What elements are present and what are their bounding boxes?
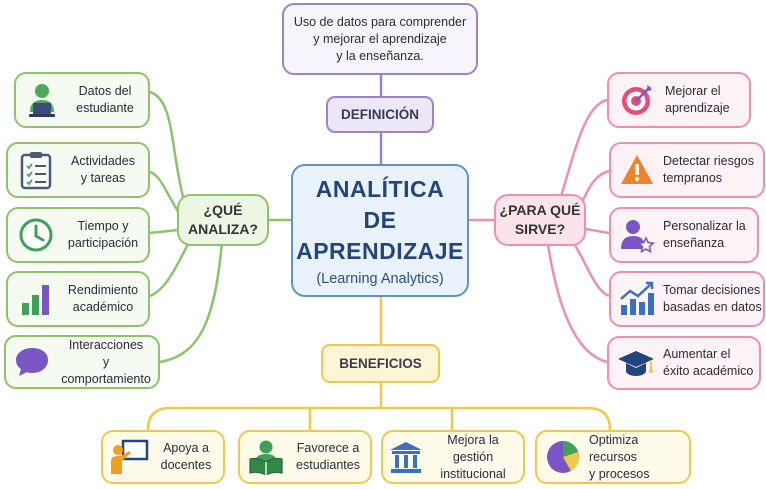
analiza-item-interacciones: Interacciones y comportamiento xyxy=(4,335,160,389)
center-subtitle: (Learning Analytics) xyxy=(316,271,444,287)
analiza-hub: ¿QUÉ ANALIZA? xyxy=(177,194,269,246)
sirve-item-1-line-1: Mejorar el xyxy=(665,84,721,98)
pie-chart-icon xyxy=(537,439,589,475)
analiza-item-3-line-2: participación xyxy=(67,236,139,250)
sirve-item-mejorar: Mejorar el aprendizaje xyxy=(607,72,751,128)
warning-icon xyxy=(611,153,663,187)
sirve-item-detectar: Detectar riesgos tempranos xyxy=(609,142,765,198)
center-title-line-1: ANALÍTICA xyxy=(315,176,445,202)
sirve-item-personalizar: Personalizar la enseñanza xyxy=(609,207,759,263)
analiza-item-2-line-1: Actividades xyxy=(71,154,135,168)
user-star-icon xyxy=(611,217,663,253)
analiza-item-rendimiento: Rendimiento académico xyxy=(6,271,150,327)
beneficio-3-line-1: Mejora la gestión xyxy=(447,432,499,464)
connector-analiza-2 xyxy=(149,170,182,216)
beneficio-2-line-1: Favorece a xyxy=(296,441,360,455)
analiza-item-1-line-1: Datos del xyxy=(78,84,132,98)
analiza-item-4-line-2: académico xyxy=(72,300,134,314)
sirve-hub-line-1: ¿PARA QUÉ xyxy=(499,202,581,218)
connector-sirve-4 xyxy=(570,239,610,298)
connector-sirve-5 xyxy=(546,244,608,364)
beneficio-4-line-1: Optimiza recursos xyxy=(589,432,639,464)
sirve-item-exito: Aumentar el éxito académico xyxy=(607,336,761,390)
beneficio-item-estudiantes: Favorece a estudiantes xyxy=(238,430,372,484)
analiza-item-tiempo: Tiempo y participación xyxy=(6,207,150,263)
analiza-item-5-line-1: Interacciones xyxy=(68,337,144,352)
connector-analiza-5 xyxy=(159,241,224,364)
connector-analiza-3 xyxy=(149,228,179,235)
connector-analiza-4 xyxy=(149,239,192,298)
bar-chart-icon xyxy=(8,281,64,317)
analiza-hub-line-2: ANALIZA? xyxy=(188,221,258,237)
beneficio-item-gestion: Mejora la gestión institucional xyxy=(381,430,525,484)
analiza-item-4-line-1: Rendimiento xyxy=(67,283,139,297)
analiza-item-datos: Datos del estudiante xyxy=(14,72,150,128)
central-topic: ANALÍTICA DE APRENDIZAJE (Learning Analy… xyxy=(291,164,469,297)
sirve-item-3-line-2: enseñanza xyxy=(663,236,725,250)
definition-line-2: y mejorar el aprendizaje xyxy=(313,31,447,46)
connector-analiza-1 xyxy=(149,90,187,206)
beneficio-4-line-2: y procesos xyxy=(589,466,650,481)
sirve-item-5-line-1: Aumentar el xyxy=(663,347,731,361)
teacher-board-icon xyxy=(103,439,155,475)
clipboard-checklist-icon xyxy=(8,150,64,190)
growth-chart-icon xyxy=(611,281,663,317)
sirve-item-4-line-1: Tomar decisiones xyxy=(663,283,761,297)
analiza-item-5-line-2: y comportamiento xyxy=(61,354,151,386)
beneficios-label: BENEFICIOS xyxy=(321,344,440,383)
sirve-item-decisiones: Tomar decisiones basadas en datos xyxy=(609,271,765,327)
connector-beneficios-bar xyxy=(146,406,612,431)
analiza-item-actividades: Actividades y tareas xyxy=(6,142,150,198)
sirve-item-5-line-2: éxito académico xyxy=(663,364,754,378)
student-laptop-icon xyxy=(16,82,68,118)
definition-line-3: y la enseñanza. xyxy=(336,48,424,63)
graduation-cap-icon xyxy=(609,347,663,379)
beneficio-3-line-2: institucional xyxy=(440,466,506,481)
sirve-item-3-line-1: Personalizar la xyxy=(663,219,746,233)
definition-line-1: Uso de datos para comprender xyxy=(293,14,467,29)
connector-sirve-1 xyxy=(558,98,608,201)
sirve-hub: ¿PARA QUÉ SIRVE? xyxy=(494,194,586,246)
analiza-item-2-line-2: y tareas xyxy=(80,171,126,185)
sirve-item-2-line-1: Detectar riesgos xyxy=(663,154,755,168)
sirve-hub-line-2: SIRVE? xyxy=(514,221,566,237)
beneficio-item-docentes: Apoya a docentes xyxy=(101,430,225,484)
target-icon xyxy=(609,82,665,118)
speech-bubble-icon xyxy=(6,345,58,379)
definition-label: DEFINICIÓN xyxy=(326,96,434,133)
sirve-item-2-line-2: tempranos xyxy=(663,171,723,185)
clock-icon xyxy=(8,217,64,253)
student-reading-icon xyxy=(240,439,292,475)
sirve-item-4-line-2: basadas en datos xyxy=(663,300,762,314)
beneficio-2-line-2: estudiantes xyxy=(296,458,360,472)
center-title-line-2: DE xyxy=(363,207,397,233)
beneficio-item-recursos: Optimiza recursos y procesos xyxy=(535,430,691,484)
analiza-item-1-line-2: estudiante xyxy=(76,101,134,115)
center-title-line-3: APRENDIZAJE xyxy=(296,238,464,264)
beneficio-1-line-1: Apoya a xyxy=(163,441,209,455)
institution-building-icon xyxy=(383,440,429,474)
definition-text-box: Uso de datos para comprender y mejorar e… xyxy=(282,3,478,75)
beneficio-1-line-2: docentes xyxy=(160,458,212,472)
sirve-item-1-line-2: aprendizaje xyxy=(665,101,730,115)
analiza-item-3-line-1: Tiempo y xyxy=(77,219,129,233)
analiza-hub-line-1: ¿QUÉ xyxy=(203,202,243,218)
